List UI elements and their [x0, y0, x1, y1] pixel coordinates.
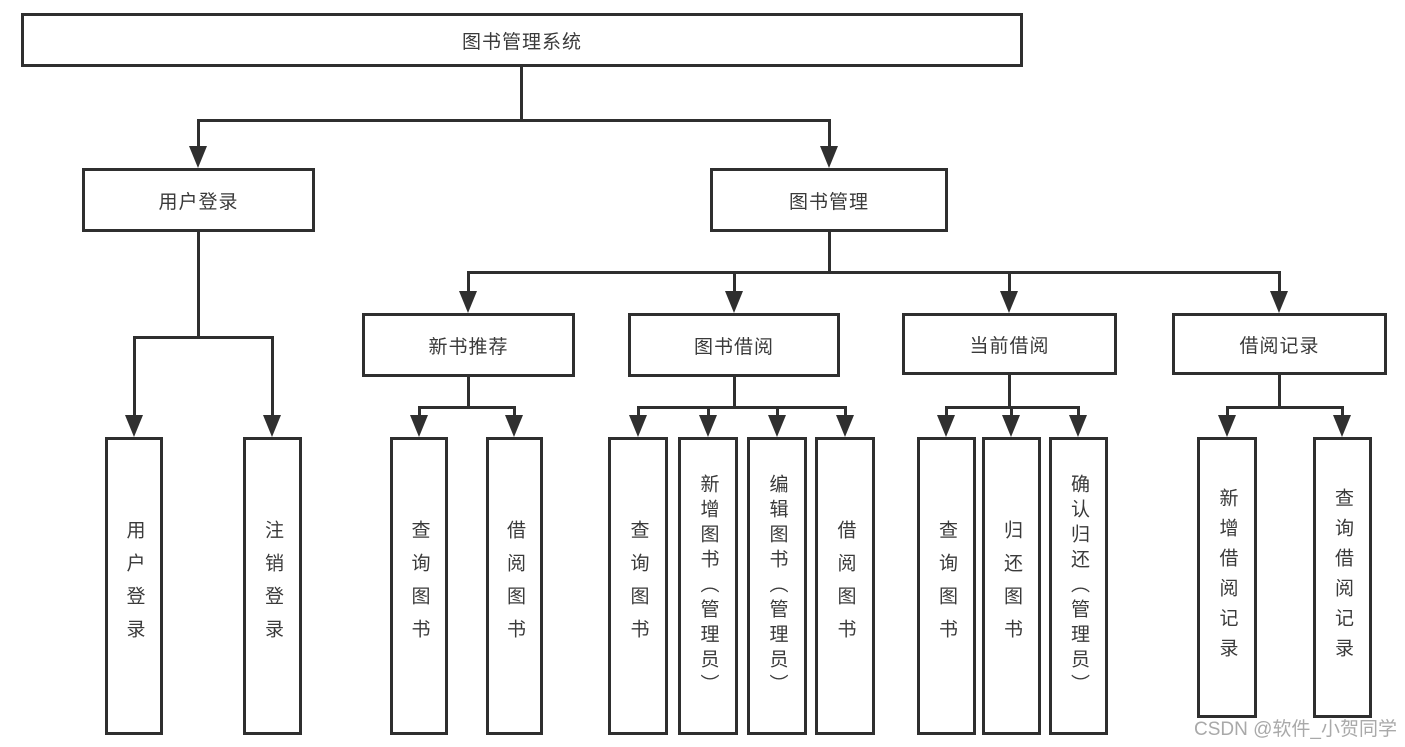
- csdn-watermark: CSDN @软件_小贺同学: [1194, 719, 1397, 740]
- node-leaf-query-books-c: 查询图书: [917, 437, 976, 735]
- arrow-down-icon: [725, 291, 743, 313]
- arrow-down-icon: [1002, 415, 1020, 437]
- node-leaf-add-books: 新增图书（管理员）: [678, 437, 738, 735]
- connector-book-borrow-bus: [637, 406, 847, 409]
- node-root-label: 图书管理系统: [461, 31, 582, 53]
- node-leaf-query-books-c-label: 查询图书: [936, 520, 957, 652]
- connector-arrow-line: [733, 271, 736, 293]
- arrow-down-icon: [459, 291, 477, 313]
- node-leaf-borrow-books-a-label: 借阅图书: [504, 520, 525, 652]
- arrow-down-icon: [1000, 291, 1018, 313]
- node-leaf-query-books-b: 查询图书: [608, 437, 668, 735]
- arrow-down-icon: [189, 146, 207, 168]
- node-leaf-borrow-books-a: 借阅图书: [486, 437, 543, 735]
- connector-arrow-line: [776, 406, 779, 417]
- connector-user-login-bus: [133, 336, 274, 339]
- connector-arrow-line: [418, 406, 421, 417]
- arrow-down-icon: [1333, 415, 1351, 437]
- connector-arrow-line: [828, 119, 831, 148]
- node-book-borrow-label: 图书借阅: [693, 336, 774, 358]
- connector-arrow-line: [637, 406, 640, 417]
- connector-arrow-line: [1226, 406, 1229, 417]
- arrow-down-icon: [505, 415, 523, 437]
- connector-arrow-line: [1010, 406, 1013, 417]
- node-root: 图书管理系统: [21, 13, 1023, 67]
- connector-arrow-line: [1341, 406, 1344, 417]
- node-user-login: 用户登录: [82, 168, 315, 232]
- arrow-down-icon: [125, 415, 143, 437]
- arrow-down-icon: [410, 415, 428, 437]
- connector-arrow-line: [271, 336, 274, 417]
- node-leaf-user-login: 用户登录: [105, 437, 163, 735]
- connector-arrow-line: [945, 406, 948, 417]
- connector-arrow-line: [467, 271, 470, 293]
- node-book-borrow: 图书借阅: [628, 313, 840, 377]
- node-leaf-borrow-books-b: 借阅图书: [815, 437, 875, 735]
- arrow-down-icon: [629, 415, 647, 437]
- connector-user-login-stem: [197, 232, 200, 338]
- arrow-down-icon: [820, 146, 838, 168]
- node-leaf-query-books-a-label: 查询图书: [408, 520, 430, 652]
- connector-book-borrow-stem: [733, 377, 736, 408]
- node-leaf-query-books-b-label: 查询图书: [627, 520, 649, 652]
- node-leaf-confirm-return-label: 确认归还（管理员）: [1068, 473, 1089, 699]
- arrow-down-icon: [1270, 291, 1288, 313]
- connector-current-borrow-stem: [1008, 375, 1011, 408]
- connector-new-books-stem: [467, 377, 470, 408]
- node-leaf-user-login-label: 用户登录: [123, 520, 145, 652]
- node-leaf-add-record-label: 新增借阅记录: [1216, 487, 1238, 668]
- node-leaf-edit-books: 编辑图书（管理员）: [747, 437, 807, 735]
- arrow-down-icon: [1218, 415, 1236, 437]
- connector-root-stem: [520, 67, 523, 121]
- node-leaf-confirm-return: 确认归还（管理员）: [1049, 437, 1108, 735]
- connector-arrow-line: [707, 406, 710, 417]
- arrow-down-icon: [699, 415, 717, 437]
- connector-arrow-line: [1008, 271, 1011, 293]
- node-leaf-query-record: 查询借阅记录: [1313, 437, 1372, 718]
- connector-arrow-line: [844, 406, 847, 417]
- node-leaf-query-record-label: 查询借阅记录: [1332, 487, 1353, 668]
- node-book-mgmt-label: 图书管理: [788, 191, 869, 213]
- node-leaf-add-books-label: 新增图书（管理员）: [697, 473, 719, 699]
- arrow-down-icon: [1069, 415, 1087, 437]
- node-leaf-add-record: 新增借阅记录: [1197, 437, 1257, 718]
- node-leaf-logout: 注销登录: [243, 437, 302, 735]
- connector-book-mgmt-bus: [467, 271, 1281, 274]
- connector-root-bus: [197, 119, 831, 122]
- connector-arrow-line: [1278, 271, 1281, 293]
- node-leaf-return-books-label: 归还图书: [1001, 520, 1022, 652]
- node-current-borrow: 当前借阅: [902, 313, 1117, 375]
- node-leaf-query-books-a: 查询图书: [390, 437, 448, 735]
- arrow-down-icon: [263, 415, 281, 437]
- connector-arrow-line: [197, 119, 200, 148]
- node-borrow-records-label: 借阅记录: [1239, 335, 1320, 357]
- node-new-books-label: 新书推荐: [428, 336, 509, 358]
- arrow-down-icon: [836, 415, 854, 437]
- node-leaf-edit-books-label: 编辑图书（管理员）: [766, 473, 788, 699]
- connector-records-stem: [1278, 375, 1281, 408]
- connector-records-bus: [1226, 406, 1344, 409]
- node-leaf-borrow-books-b-label: 借阅图书: [834, 520, 856, 652]
- node-leaf-return-books: 归还图书: [982, 437, 1041, 735]
- node-current-borrow-label: 当前借阅: [969, 335, 1050, 357]
- node-borrow-records: 借阅记录: [1172, 313, 1387, 375]
- connector-arrow-line: [513, 406, 516, 417]
- connector-book-mgmt-stem: [828, 232, 831, 273]
- arrow-down-icon: [937, 415, 955, 437]
- node-new-books: 新书推荐: [362, 313, 575, 377]
- connector-arrow-line: [133, 336, 136, 417]
- node-leaf-logout-label: 注销登录: [262, 520, 283, 652]
- connector-new-books-bus: [418, 406, 516, 409]
- connector-arrow-line: [1077, 406, 1080, 417]
- arrow-down-icon: [768, 415, 786, 437]
- node-book-mgmt: 图书管理: [710, 168, 948, 232]
- node-user-login-label: 用户登录: [158, 191, 239, 213]
